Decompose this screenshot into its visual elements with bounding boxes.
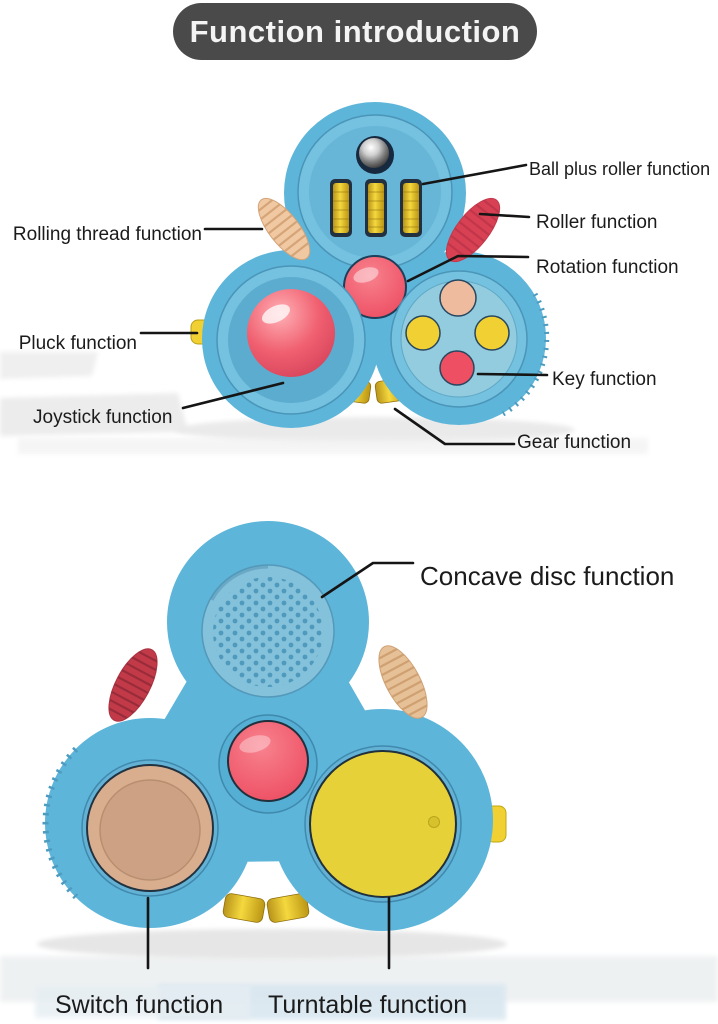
concave-disc <box>201 564 335 698</box>
label-concave-disc-function: Concave disc function <box>420 561 675 591</box>
label-turntable-function: Turntable function <box>268 991 468 1019</box>
edge-bumps-back <box>42 746 79 900</box>
joystick-area <box>216 265 366 415</box>
leader-ball-plus-roller <box>421 163 528 186</box>
fidget-pad-back <box>42 521 507 931</box>
gear-wheels-back <box>222 893 310 923</box>
ribbed-tan-back <box>371 644 435 720</box>
key-button-yellow-left <box>405 315 441 351</box>
leader-rotation <box>406 254 530 283</box>
rotation-button <box>343 255 407 319</box>
fidget-pad-front <box>190 102 550 428</box>
ball-roller-area <box>297 114 453 270</box>
key-button-area <box>390 270 528 408</box>
label-joystick-function: Joystick function <box>33 407 173 428</box>
label-rotation-function: Rotation function <box>536 257 679 278</box>
ribbed-red-back <box>101 647 165 723</box>
leader-gear <box>393 407 516 446</box>
label-key-function: Key function <box>552 369 657 390</box>
leader-concave-disc <box>320 561 415 599</box>
label-roller-function: Roller function <box>536 212 658 233</box>
turntable-nub <box>428 816 440 828</box>
label-rolling-thread-function: Rolling thread function <box>12 224 202 245</box>
label-pluck-function: Pluck function <box>18 333 137 354</box>
yellow-rollers <box>330 179 422 237</box>
edge-bumps <box>501 292 550 417</box>
leader-key <box>476 372 549 377</box>
label-switch-function: Switch function <box>55 991 224 1019</box>
key-button-yellow-right <box>474 315 510 351</box>
turntable-dial <box>304 745 462 903</box>
leader-lines <box>139 163 549 970</box>
leader-roller <box>478 212 531 219</box>
switch-dial <box>81 759 219 897</box>
joystick-ball <box>247 289 335 377</box>
metal-ball <box>359 138 389 168</box>
key-button-tan <box>439 279 477 317</box>
key-button-red <box>439 350 475 386</box>
page-title: Function introduction <box>173 3 537 60</box>
center-button-back <box>218 714 318 814</box>
leader-joystick <box>181 381 285 410</box>
label-ball-plus-roller-function: Ball plus roller function <box>529 159 711 179</box>
rolling-thread-texture <box>252 194 314 261</box>
label-gear-function: Gear function <box>517 432 632 453</box>
